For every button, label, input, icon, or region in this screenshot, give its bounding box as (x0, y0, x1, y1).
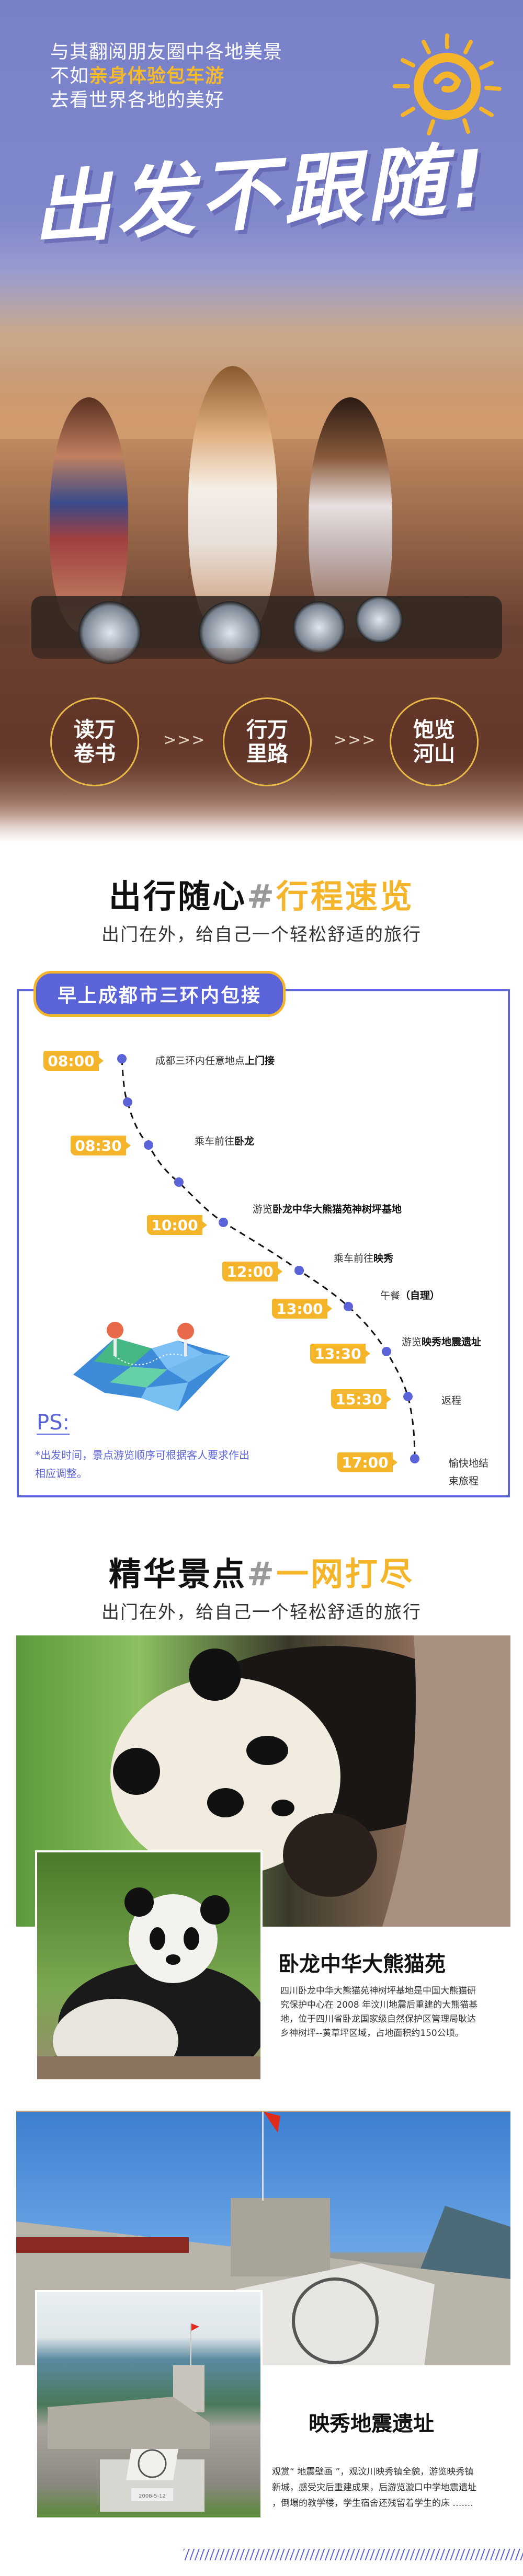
timeline-text: 愉快地结束旅程 (449, 1458, 489, 1487)
ps-note: *出发时间，景点游览顺序可根据客人要求作出相应调整。 (35, 1449, 249, 1480)
intro-line-3: 去看世界各地的美好 (50, 89, 225, 111)
route-path (117, 1054, 419, 1463)
intro-line-2-highlight: 亲身体验包车游 (89, 65, 225, 87)
timeline-text: 午餐（自理） (380, 1290, 440, 1301)
motto-circle-1: 读万卷书 (50, 697, 139, 786)
itinerary-box-title: 早上成都市三环内包接 (33, 971, 286, 1017)
itinerary-subtitle: 出门在外，给自己一个轻松舒适的旅行 (101, 924, 422, 945)
map-icon (73, 1322, 230, 1411)
time-badge: 13:00 (272, 1299, 332, 1319)
timeline-text: 乘车前往卧龙 (195, 1136, 255, 1147)
timeline-text: 游览映秀地震遗址 (402, 1336, 482, 1348)
panda-photo-inset (35, 1850, 263, 2081)
route-dots (117, 1054, 419, 1463)
timeline-text: 返程 (441, 1395, 462, 1406)
hero-banner: 与其翻阅朋友圈中各地美景 不如亲身体验包车游 去看世界各地的美好 出发不跟随! … (0, 0, 523, 847)
jeep-headlight (356, 596, 403, 643)
jeep-headlight (293, 601, 345, 654)
traveler-left (50, 397, 128, 633)
attractions-title: 精华景点#一网打尽 (109, 1555, 414, 1593)
spot-description-panda: 四川卧龙中华大熊猫苑神树坪基地是中国大熊猫研究保护中心在 2008 年汶川地震后… (280, 1986, 478, 2039)
sun-icon (393, 33, 502, 135)
chevrons-right-icon: >>> (334, 731, 377, 749)
timeline-text: 成都三环内任意地点上门接 (155, 1055, 275, 1067)
timeline-text: 游览卧龙中华大熊猫苑神树坪基地 (253, 1204, 402, 1215)
chevrons-right-icon: >>> (163, 731, 206, 749)
hatch-divider (184, 2549, 523, 2560)
time-badge: 13:30 (310, 1344, 370, 1364)
time-badge: 08:30 (71, 1136, 131, 1155)
ps-label: PS: (37, 1411, 70, 1435)
earthquake-photo-inset: 2008-5-12 (35, 2290, 263, 2520)
earthquake-photo-main (16, 2111, 510, 2365)
spot-title-panda: 卧龙中华大熊猫苑 (278, 1952, 446, 1976)
time-badge: 15:30 (331, 1389, 391, 1409)
memorial-date-text: 2008-5-12 (139, 2493, 166, 2499)
intro-line-2: 不如亲身体验包车游 (50, 61, 224, 88)
attractions-subtitle: 出门在外，给自己一个轻松舒适的旅行 (101, 1602, 422, 1623)
time-badge: 10:00 (147, 1215, 207, 1235)
traveler-center (188, 366, 277, 638)
time-badge: 17:00 (337, 1452, 397, 1472)
time-badge: 08:00 (43, 1051, 104, 1071)
intro-line-2-plain: 不如 (50, 65, 89, 87)
spot-description-yingxiu: 观赏“ 地震壁画 ”，观汶川映秀镇全貌，游览映秀镇新城，感受灾后重建成果，后游览… (272, 2467, 476, 2509)
intro-line-1: 与其翻阅朋友圈中各地美景 (50, 41, 283, 63)
motto-circle-2: 行万里路 (223, 697, 312, 786)
timeline-text: 乘车前往映秀 (334, 1253, 394, 1264)
spot-title-yingxiu: 映秀地震遗址 (309, 2412, 434, 2436)
motto-circle-3: 饱览河山 (390, 697, 479, 786)
itinerary-title: 出行随心#行程速览 (109, 877, 414, 915)
time-badge: 12:00 (222, 1262, 282, 1281)
